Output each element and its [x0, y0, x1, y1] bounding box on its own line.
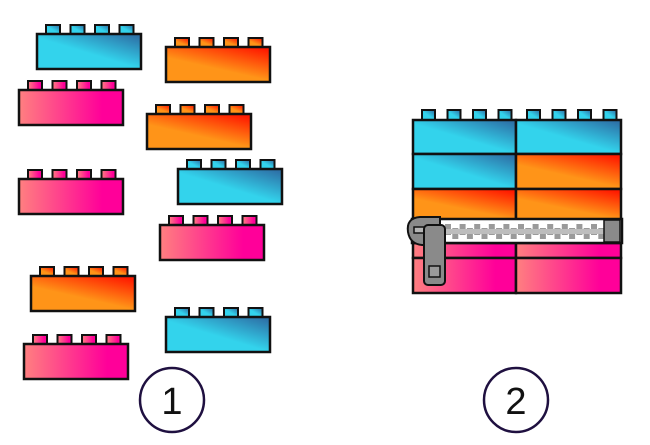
brick-stud [88, 266, 104, 277]
brick-stud [100, 80, 117, 91]
brick-stud [94, 24, 110, 35]
stack-stud [577, 109, 592, 121]
stack-brick-pink [514, 256, 623, 295]
brick-stud [69, 24, 86, 35]
brick-orange [145, 104, 253, 151]
brick-body [35, 32, 143, 71]
brick-stud [51, 80, 68, 91]
brick-stud [235, 159, 251, 170]
brick-orange [29, 266, 137, 313]
brick-blue [164, 307, 272, 354]
brick-stud [198, 37, 215, 48]
brick-stud [76, 169, 92, 180]
stack-stud [602, 109, 618, 121]
brick-stud [168, 215, 184, 226]
brick-blue [176, 159, 284, 206]
brick-stud [45, 24, 61, 35]
stack-stud [526, 109, 541, 121]
brick-stud [210, 159, 227, 170]
brick-stud [174, 307, 190, 318]
stack-stud [446, 109, 462, 121]
brick-body [176, 167, 284, 206]
stack-stud [472, 109, 487, 121]
brick-stud [186, 159, 202, 170]
zipper-track [445, 229, 605, 234]
brick-stud [81, 334, 97, 345]
brick-stud [105, 334, 122, 345]
brick-stud [39, 266, 55, 277]
brick-body [158, 223, 266, 262]
brick-stud [259, 159, 276, 170]
brick-body [164, 315, 272, 354]
brick-pink [17, 80, 125, 127]
brick-stud [223, 307, 239, 318]
brick-blue [35, 24, 143, 71]
brick-stud [204, 104, 220, 115]
label-circle-1 [138, 366, 206, 434]
zipper [406, 216, 624, 286]
label-1: 1 [138, 366, 206, 434]
zipper-end-stop [603, 219, 621, 243]
brick-stud [76, 80, 92, 91]
stack-brick-orange [514, 152, 623, 191]
stack-stud [497, 109, 513, 121]
brick-stud [27, 169, 43, 180]
brick-stud [228, 104, 245, 115]
stack-stud [421, 109, 436, 121]
brick-stud [217, 215, 233, 226]
label-circle-2 [482, 366, 550, 434]
brick-stud [247, 37, 264, 48]
stack-brick-pink [514, 241, 623, 260]
brick-body [22, 342, 130, 381]
brick-pink [17, 169, 125, 216]
zipped-brick-stack [406, 109, 624, 295]
brick-stud [32, 334, 48, 345]
loose-bricks-group [17, 24, 284, 381]
brick-body [17, 177, 125, 216]
label-1-text: 1 [161, 381, 182, 423]
brick-body [29, 274, 137, 313]
brick-stud [155, 104, 171, 115]
brick-stud [179, 104, 196, 115]
label-2-text: 2 [505, 381, 526, 423]
brick-body [145, 112, 253, 151]
brick-orange [164, 37, 272, 84]
brick-stud [118, 24, 135, 35]
brick-stud [27, 80, 43, 91]
brick-pink [158, 215, 266, 262]
brick-stud [174, 37, 190, 48]
stack-brick-orange [514, 187, 623, 223]
brick-stud [51, 169, 68, 180]
brick-stud [192, 215, 209, 226]
brick-stud [63, 266, 80, 277]
brick-stud [247, 307, 264, 318]
stack-brick-blue [411, 152, 518, 191]
brick-body [17, 88, 125, 127]
stack-stud [551, 109, 567, 121]
brick-stud [198, 307, 215, 318]
brick-stud [100, 169, 117, 180]
brick-pink [22, 334, 130, 381]
zipper-pull-hole [428, 265, 441, 278]
brick-stud [112, 266, 129, 277]
brick-stud [241, 215, 258, 226]
stack-brick-blue [411, 118, 518, 156]
brick-stud [223, 37, 239, 48]
stack-brick-blue [514, 118, 623, 156]
label-2: 2 [482, 366, 550, 434]
brick-body [164, 45, 272, 84]
brick-stud [56, 334, 73, 345]
